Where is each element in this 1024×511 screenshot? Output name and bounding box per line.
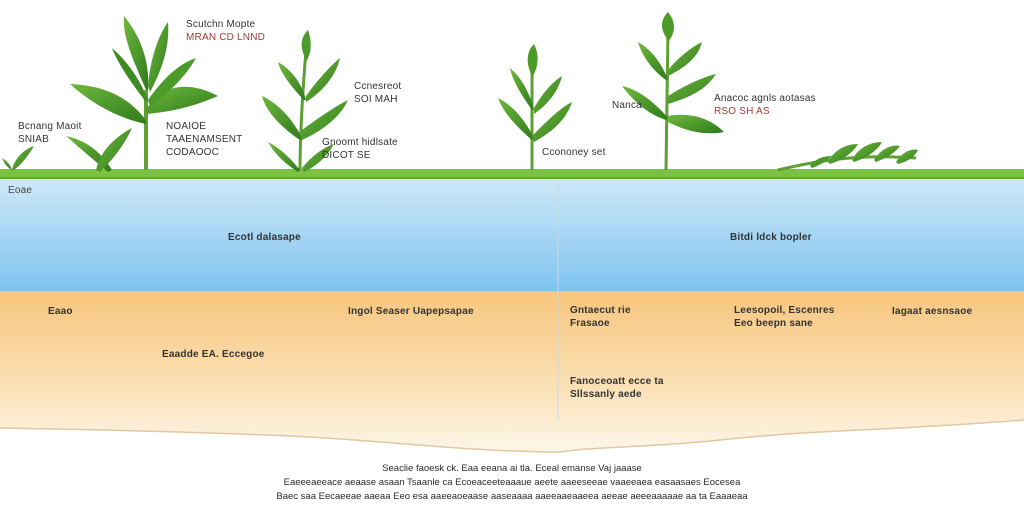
caption-line-2: Eaeeeaeeace aeaase asaan Tsaanle ca Ecoe…: [283, 477, 741, 488]
label-soil-b: Ingol Seaser Uapepsapae: [348, 306, 474, 317]
label-soil-e-line2: Eeo beepn sane: [734, 318, 813, 329]
label-plant-1-line2: MRAN CD LNND: [186, 32, 266, 43]
label-soil-e-line1: Leesopoil, Escenres: [734, 305, 835, 316]
label-plant-3b-line2: DICOT SE: [322, 150, 371, 161]
label-plant-left-line1: Bcnang Maoit: [18, 121, 82, 132]
label-water-left: Ecotl dalasape: [228, 232, 301, 243]
label-plant-3: Ccnesreot SOI MAH: [354, 80, 401, 106]
label-plant-5-line1: Anacoc agnls aotasas: [714, 93, 816, 104]
label-plant-3-line2: SOI MAH: [354, 94, 398, 105]
plant-large-2: [262, 30, 348, 172]
soil-bottom-line: [0, 419, 1024, 453]
label-soil-d: Gntaecut rie Frasaoe: [570, 304, 631, 330]
plant-large-1: [66, 16, 218, 172]
label-plant-2a-line2: TAAENAMSENT: [166, 134, 243, 145]
plant-creeping-5: [777, 142, 918, 172]
label-water-right: Bitdi ldck bopler: [730, 232, 812, 243]
label-soil-f: Iagaat aesnsaoe: [892, 306, 973, 317]
label-plant-5-left: Nanca: [612, 99, 642, 112]
plant-medium-3: [498, 44, 572, 170]
label-plant-5: Anacoc agnls aotasas RSO SH AS: [714, 92, 816, 118]
label-plant-1: Scutchn Mopte MRAN CD LNND: [186, 18, 265, 44]
label-surface: Eoae: [8, 185, 33, 196]
label-plant-2a-line1: NOAIOE: [166, 121, 207, 132]
caption-line-1: Seaclie faoesk ck. Eaa eeana ai tla. Ece…: [382, 463, 642, 474]
label-soil-g-line2: Sllssanly aede: [570, 389, 642, 400]
label-soil-g: Fanoceoatt ecce ta Sllssanly aede: [570, 375, 664, 401]
label-plant-5-left-line1: Nanca: [612, 100, 642, 111]
label-soil-d-line2: Frasaoe: [570, 318, 610, 329]
label-plant-4: Ccononey set: [542, 146, 606, 159]
label-plant-2a: NOAIOE TAAENAMSENT CODAOOC: [166, 120, 242, 159]
label-soil-d-line1: Gntaecut rie: [570, 305, 631, 316]
label-plant-left-line2: SNIAB: [18, 134, 50, 145]
label-plant-5-line2: RSO SH AS: [714, 106, 770, 117]
label-plant-4-line1: Ccononey set: [542, 147, 606, 158]
label-plant-2a-line3: CODAOOC: [166, 147, 220, 158]
label-plant-3b-line1: Gnoomt hidlsate: [322, 137, 398, 148]
label-soil-a: Eaao: [48, 306, 73, 317]
seedling-left: [2, 146, 34, 170]
label-soil-e: Leesopoil, Escenres Eeo beepn sane: [734, 304, 835, 330]
plant-tall-4: [622, 12, 724, 171]
label-soil-c: Eaadde EA. Eccegoe: [162, 349, 265, 360]
label-plant-3b: Gnoomt hidlsate DICOT SE: [322, 136, 398, 162]
grass-strip: [0, 169, 1024, 178]
soil-layer: [0, 291, 1024, 452]
water-layer: [0, 178, 1024, 291]
label-plant-left: Bcnang Maoit SNIAB: [18, 120, 82, 146]
label-plant-3-line1: Ccnesreot: [354, 81, 402, 92]
label-plant-1-line1: Scutchn Mopte: [186, 19, 256, 30]
label-soil-g-line1: Fanoceoatt ecce ta: [570, 376, 664, 387]
caption-line-3: Baec saa Eecaeeae aaeaa Eeo esa aaeeaoea…: [276, 491, 748, 502]
